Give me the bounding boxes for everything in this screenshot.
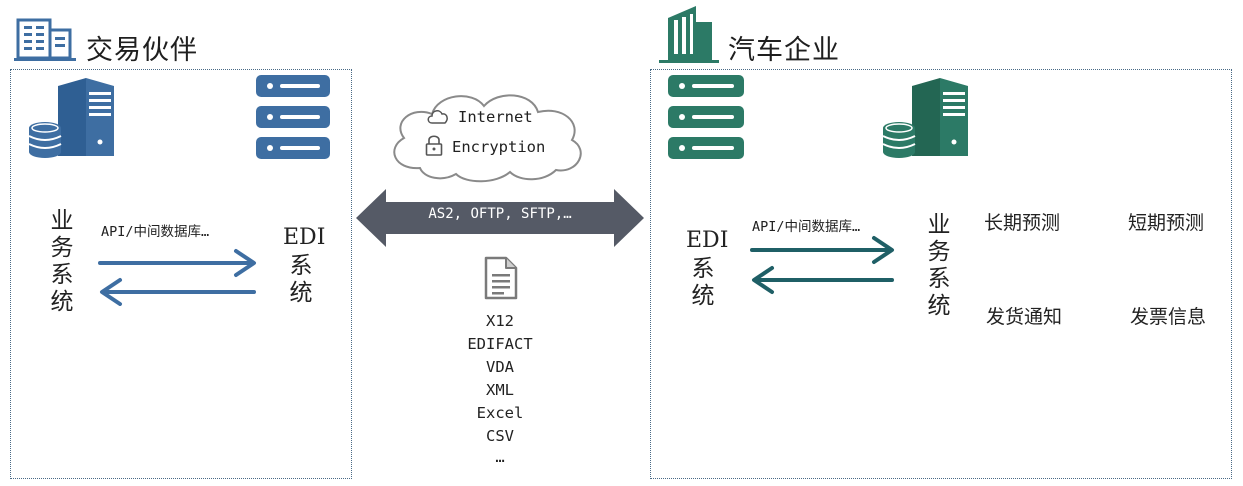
format-item: XML xyxy=(486,381,514,399)
server-database-icon xyxy=(28,78,114,158)
right-arrow xyxy=(750,236,894,264)
transport-double-arrow xyxy=(356,189,644,247)
format-item: VDA xyxy=(486,358,514,376)
document-icon xyxy=(484,256,518,300)
edi-server-rack-icon xyxy=(668,75,744,159)
format-item: CSV xyxy=(486,427,514,445)
tag-shipping-notice: 发货通知 xyxy=(986,306,1063,328)
right-arrow xyxy=(98,249,256,277)
left-edi-label: EDI xyxy=(283,225,326,250)
cloud-icon xyxy=(427,110,448,124)
right-exchange-arrows xyxy=(750,236,894,294)
auto-enterprise-panel xyxy=(650,69,1232,479)
left-api-label: API/中间数据库… xyxy=(101,224,210,240)
protocol-list: AS2, OFTP, SFTP,… xyxy=(428,206,572,222)
cloud-internet-text: Internet xyxy=(458,108,533,126)
lock-icon xyxy=(425,135,443,156)
right-business-system-label: 业务系统 xyxy=(927,212,951,319)
format-item: EDIFACT xyxy=(467,335,533,353)
tag-long-term-forecast: 长期预测 xyxy=(984,212,1061,234)
cloud-encryption-text: Encryption xyxy=(452,138,546,156)
tag-short-term-forecast: 短期预测 xyxy=(1128,212,1205,234)
auto-enterprise-title: 汽车企业 xyxy=(728,35,840,66)
right-edi-system-label: 系统 xyxy=(691,256,715,309)
right-edi-label: EDI xyxy=(686,228,729,253)
left-edi-system-label: 系统 xyxy=(289,253,313,306)
edi-server-rack-icon xyxy=(256,75,330,159)
format-item: X12 xyxy=(486,312,514,330)
right-api-label: API/中间数据库… xyxy=(752,219,861,235)
office-tower-icon xyxy=(659,6,719,63)
left-business-system-label: 业务系统 xyxy=(50,208,74,315)
internet-cloud xyxy=(393,94,582,183)
format-item: Excel xyxy=(476,404,524,422)
tag-invoice-info: 发票信息 xyxy=(1130,306,1207,328)
format-item: … xyxy=(495,448,505,466)
trading-partner-title: 交易伙伴 xyxy=(86,35,198,66)
left-exchange-arrows xyxy=(98,249,256,306)
trading-partner-panel xyxy=(10,69,352,479)
server-database-icon xyxy=(882,78,968,158)
left-arrow xyxy=(752,266,894,294)
left-arrow xyxy=(100,278,256,306)
office-building-icon xyxy=(14,18,76,61)
